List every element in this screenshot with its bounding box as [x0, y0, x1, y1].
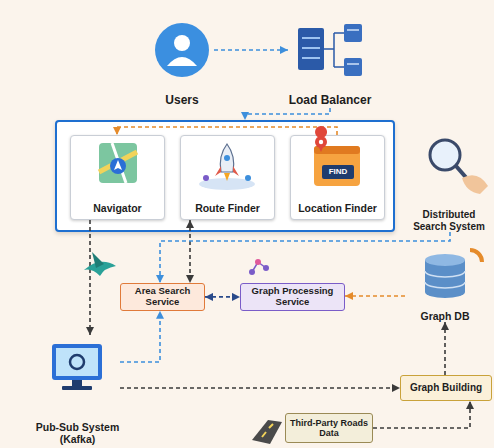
icon-text: FIND [322, 165, 354, 179]
process-box: Graph Processing Service [240, 283, 345, 311]
node-label: Users [165, 94, 198, 108]
road-icon [252, 420, 282, 444]
node-label: Area Search Service [124, 286, 201, 308]
node-label: Route Finder [195, 202, 260, 214]
magnifier-icon [430, 140, 488, 194]
dashed-connector [345, 295, 405, 297]
node-label: Graph DB [420, 310, 469, 322]
dashed-connector [89, 220, 91, 335]
dashed-connector [214, 49, 288, 51]
process-box: Graph Building [400, 375, 492, 401]
dashed-connector [444, 322, 446, 375]
dashed-connector [205, 296, 240, 298]
node-label: Distributed Search System [406, 209, 492, 232]
bird-icon [84, 252, 116, 276]
map-icon [99, 143, 137, 183]
server-icon [298, 24, 362, 76]
user-icon [155, 23, 209, 77]
node-label: Pub-Sub System (Kafka) [35, 421, 120, 445]
node-label: Location Finder [298, 202, 377, 214]
monitor-icon [52, 344, 102, 390]
node-label: Graph Processing Service [244, 286, 341, 308]
dashed-connector [245, 108, 330, 120]
dashed-connector [189, 220, 191, 283]
source-box: Third-Party Roads Data [285, 413, 373, 443]
dashed-connector [120, 387, 400, 389]
database-icon [425, 250, 482, 298]
dashed-connector [160, 232, 450, 283]
graph-icon [249, 259, 269, 275]
node-label: Third-Party Roads Data [289, 418, 369, 439]
node-label: Graph Building [410, 382, 482, 394]
node-label: Load Balancer [289, 94, 372, 108]
dashed-connector [373, 401, 470, 428]
dashed-connector [120, 311, 160, 362]
process-box: Area Search Service [120, 283, 205, 311]
node-label: Navigator [93, 202, 141, 214]
